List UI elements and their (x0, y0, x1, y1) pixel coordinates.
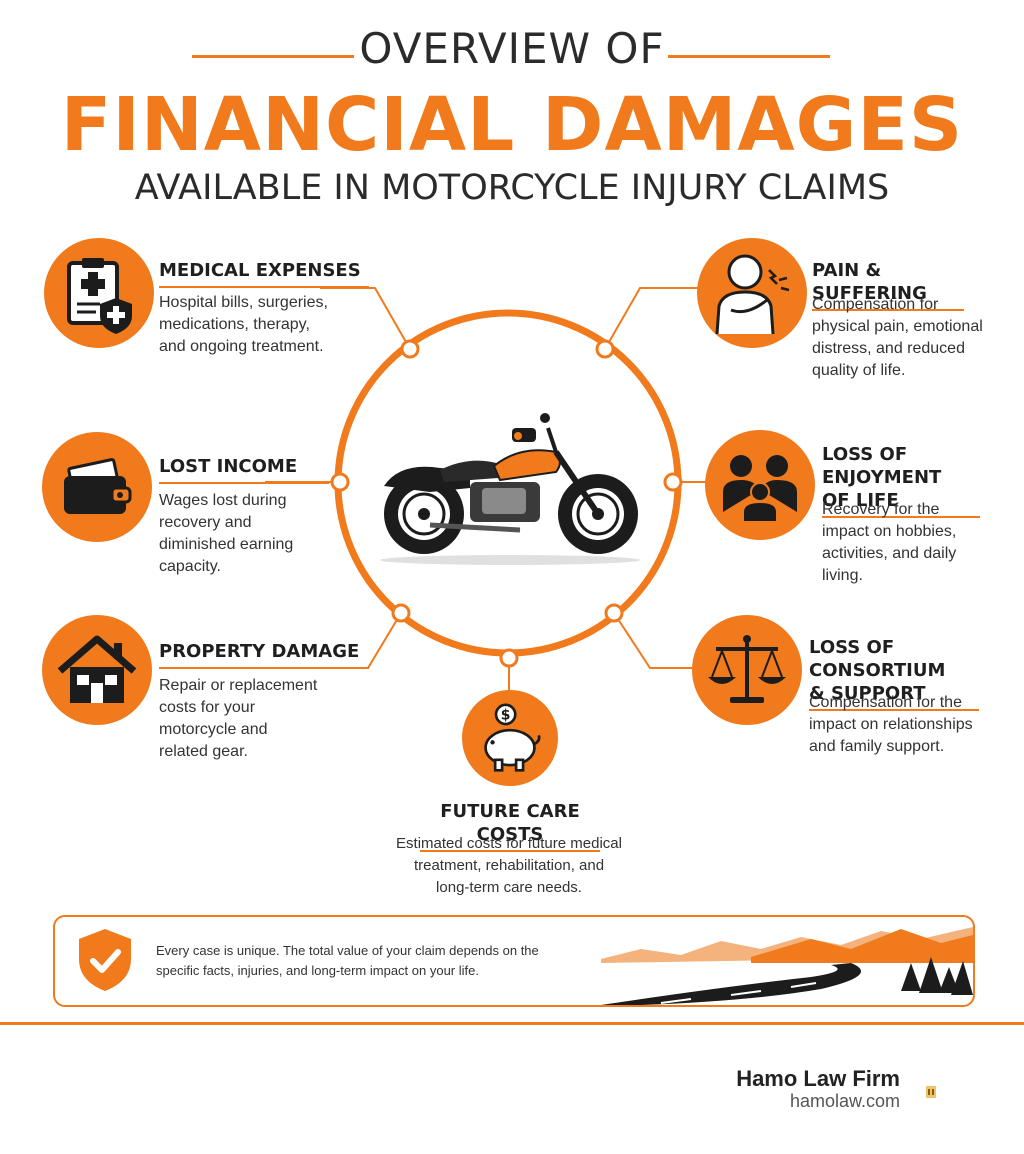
pain-title: PAIN & SUFFERING (812, 259, 964, 311)
central-diagram (265, 287, 708, 690)
future-care-title: FUTURE CARE COSTS (420, 800, 600, 852)
pain-description: Compensation for physical pain, emotiona… (812, 296, 983, 379)
disclaimer-box: Every case is unique. The total value of… (53, 915, 975, 1007)
svg-text:$: $ (501, 708, 511, 724)
scales-icon (708, 635, 786, 703)
lost-income-description: Wages lost during recovery and diminishe… (159, 492, 294, 575)
node-enjoyment (663, 472, 683, 492)
node-consortium (604, 603, 624, 623)
connector-pain (604, 287, 700, 350)
medical-title: MEDICAL EXPENSES (159, 259, 369, 288)
page-subtitle: AVAILABLE IN MOTORCYCLE INJURY CLAIMS (134, 168, 890, 208)
clipboard-medical-icon (67, 258, 132, 334)
connector-medical (320, 287, 411, 350)
brand-name: Hamo Law Firm (736, 1066, 900, 1091)
medical-description: Hospital bills, surgeries, medications, … (159, 294, 328, 355)
node-medical (400, 339, 420, 359)
motorcycle-icon (380, 413, 640, 565)
future-care-description: Estimated costs for future medical treat… (396, 835, 622, 896)
disclaimer-text: Every case is unique. The total value of… (156, 943, 539, 978)
property-description: Repair or replacement costs for your mot… (159, 677, 318, 760)
future-care-icon-circle: $ (462, 690, 558, 786)
medical-icon-circle (44, 238, 154, 348)
node-income (330, 472, 350, 492)
enjoyment-icon-circle (705, 430, 815, 540)
shield-check-icon (79, 929, 131, 991)
header-rule-left (192, 55, 354, 58)
brand-logo-icon (926, 1086, 936, 1098)
property-icon-circle (42, 615, 152, 725)
header-rule-right (668, 55, 830, 58)
shoulder-pain-icon (715, 254, 790, 335)
footer-rule (0, 1022, 1024, 1025)
property-title: PROPERTY DAMAGE (159, 640, 369, 669)
lost-income-icon-circle (42, 432, 152, 542)
wallet-icon (64, 458, 132, 514)
piggy-bank-icon: $ (484, 703, 541, 772)
consortium-icon-circle (692, 615, 802, 725)
overview-heading: OVERVIEW OF (359, 24, 665, 73)
pain-icon-circle (697, 238, 807, 348)
enjoyment-description: Recovery for the impact on hobbies, acti… (822, 501, 957, 584)
node-property (391, 603, 411, 623)
family-icon (723, 455, 797, 523)
connector-consortium (613, 612, 692, 669)
lost-income-title: LOST INCOME (159, 455, 329, 484)
node-pain (595, 339, 615, 359)
house-icon (57, 635, 137, 703)
node-future (499, 648, 519, 668)
brand-url[interactable]: hamolaw.com (789, 1091, 900, 1111)
enjoyment-title: LOSS OF ENJOYMENT OF LIFE (822, 443, 980, 518)
consortium-description: Compensation for the impact on relations… (809, 694, 973, 755)
consortium-title: LOSS OF CONSORTIUM & SUPPORT (809, 636, 979, 711)
road-landscape-illustration (601, 927, 973, 1005)
page-title: FINANCIAL DAMAGES (60, 82, 964, 168)
